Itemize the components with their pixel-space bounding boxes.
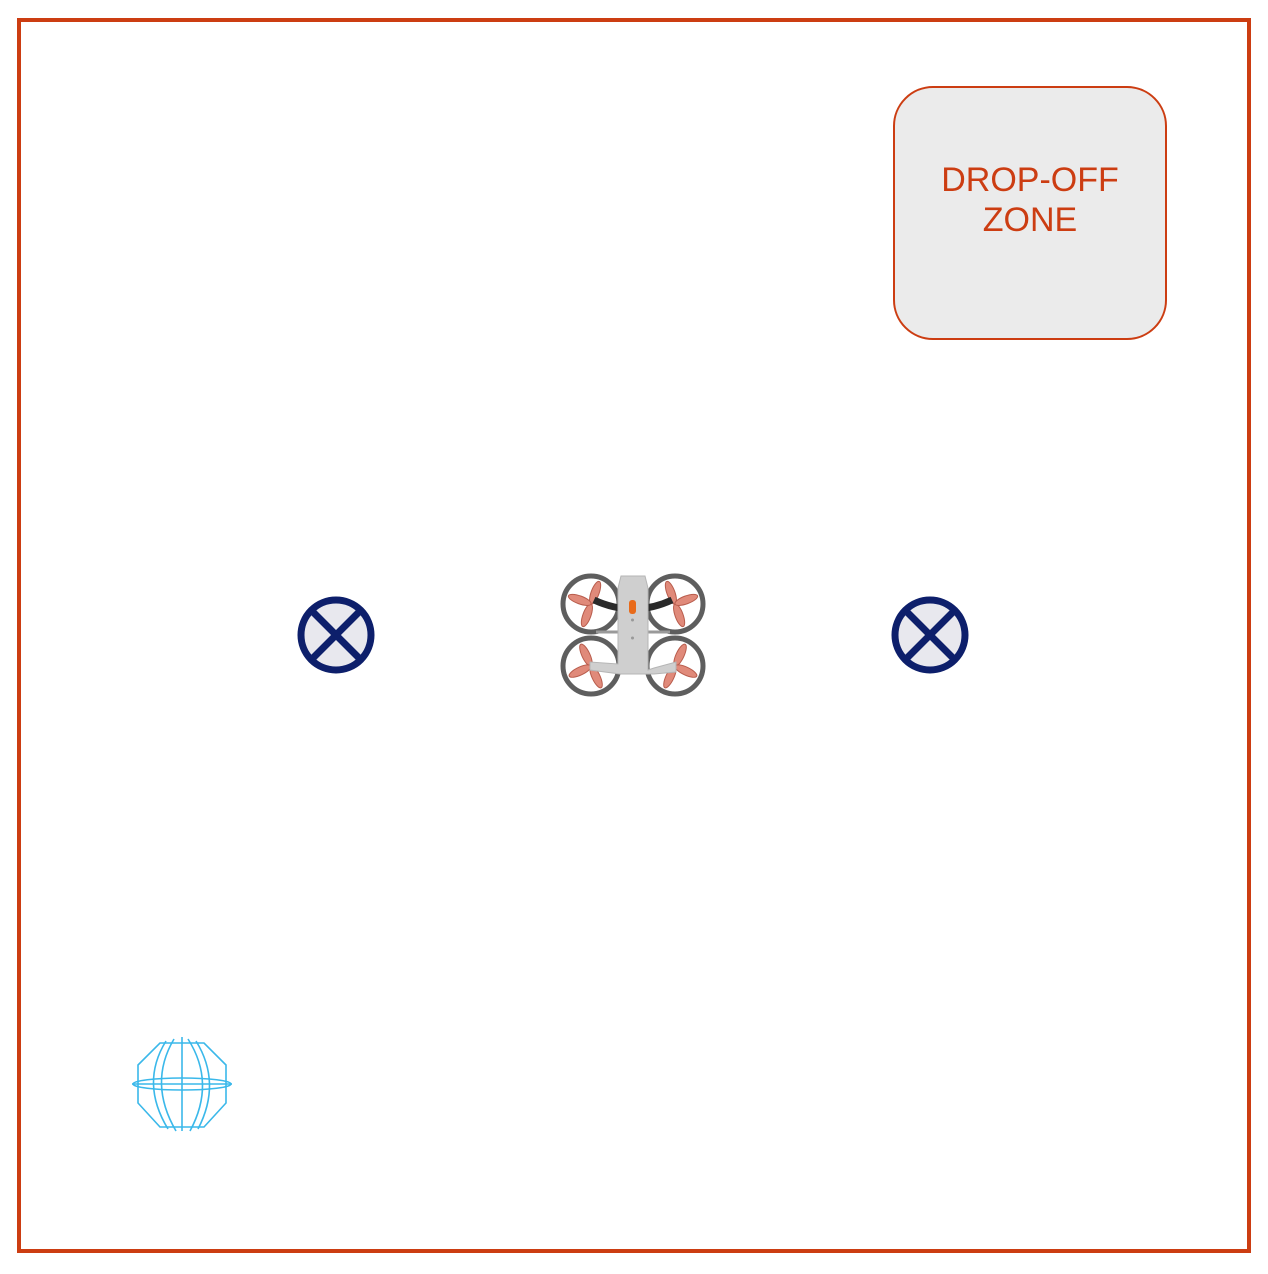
drop-off-zone-label: DROP-OFF ZONE	[941, 161, 1119, 239]
wireframe-sphere-icon	[130, 1033, 234, 1135]
arena-boundary	[17, 18, 1251, 1253]
x-circle-icon	[296, 595, 376, 675]
drop-off-zone: DROP-OFF ZONE	[893, 86, 1167, 340]
x-circle-icon	[890, 595, 970, 675]
quadcopter-drone-icon	[558, 570, 708, 700]
